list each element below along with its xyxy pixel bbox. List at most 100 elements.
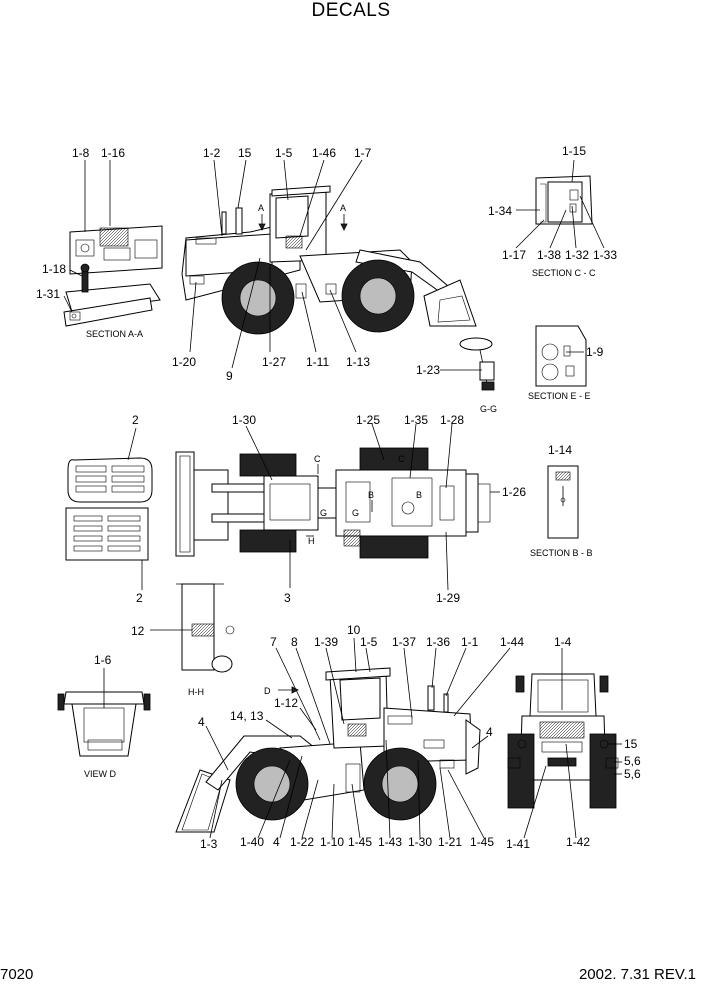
view-marker-c: C — [314, 454, 321, 464]
callout-label: 1-45 — [348, 835, 372, 849]
callout-label: 1-44 — [500, 635, 524, 649]
callout-label: 1-25 — [356, 413, 380, 427]
callout-label: 1-34 — [488, 204, 512, 218]
page-title: DECALS — [311, 0, 391, 21]
section-h-h-label: H-H — [188, 687, 204, 697]
callout-labels: 1-8 1-16 1-18 1-31 1-2 15 1-5 1-46 1-7 1… — [36, 144, 641, 851]
callout-label: 7 — [270, 635, 277, 649]
callout-label: 1-12 — [274, 696, 298, 710]
section-b-b-drawing — [547, 465, 579, 539]
side-view-top-drawing — [181, 159, 477, 369]
callout-label: 1-23 — [416, 363, 440, 377]
callout-label: 1-36 — [426, 635, 450, 649]
callout-label: 1-7 — [354, 146, 372, 160]
section-names: SECTION A-A SECTION C - C SECTION E - E … — [84, 268, 596, 779]
section-g-g-label: G-G — [480, 404, 497, 414]
revision-date: 2002. 7.31 REV.1 — [578, 966, 696, 983]
callout-label: 1-5 — [275, 146, 293, 160]
view-marker-d: D — [264, 686, 271, 696]
view-marker-a: A — [340, 203, 346, 213]
callout-label: 1-35 — [404, 413, 428, 427]
callout-label: 1-29 — [436, 591, 460, 605]
callout-label: 1-9 — [586, 345, 604, 359]
view-marker-g: G — [320, 508, 327, 518]
callout-label: 1-43 — [378, 835, 402, 849]
decal-plate-rect — [65, 507, 149, 590]
callout-label: 1-5 — [360, 635, 378, 649]
view-d-label: VIEW D — [84, 769, 117, 779]
view-marker-b: B — [368, 490, 374, 500]
section-e-e-drawing — [535, 325, 587, 387]
callout-label: 3 — [284, 591, 291, 605]
callout-label: 1-22 — [290, 835, 314, 849]
callout-label: 1-21 — [438, 835, 462, 849]
callout-label: 1-30 — [408, 835, 432, 849]
page-number: 7020 — [0, 966, 34, 983]
callout-label: 1-33 — [593, 248, 617, 262]
callout-label: 1-42 — [566, 835, 590, 849]
callout-label: 1-1 — [461, 635, 479, 649]
view-marker-b: B — [416, 490, 422, 500]
callout-label: 1-26 — [502, 485, 526, 499]
section-c-c-drawing — [515, 159, 605, 249]
callout-label: 12 — [131, 624, 145, 638]
callout-label: 15 — [624, 737, 638, 751]
callout-label: 4 — [486, 725, 493, 739]
view-markers: A A C C B B G G H D — [258, 203, 422, 696]
view-marker-a: A — [258, 203, 264, 213]
callout-label: 4 — [198, 715, 205, 729]
callout-label: 5,6 — [624, 767, 641, 781]
callout-label: 1-18 — [42, 262, 66, 276]
callout-label: 4 — [273, 835, 280, 849]
callout-label: 1-16 — [101, 146, 125, 160]
side-view-bottom-drawing — [175, 637, 511, 839]
callout-label: 1-15 — [562, 144, 586, 158]
callout-label: 1-45 — [470, 835, 494, 849]
section-g-g-drawing — [440, 337, 495, 391]
callout-label: 1-27 — [262, 355, 286, 369]
callout-label: 1-17 — [502, 248, 526, 262]
callout-label: 1-11 — [306, 355, 329, 369]
callout-label: 8 — [291, 635, 298, 649]
callout-label: 1-6 — [94, 653, 112, 667]
view-marker-g: G — [352, 508, 359, 518]
callout-label: 1-10 — [320, 835, 344, 849]
callout-label: 1-38 — [537, 248, 561, 262]
rear-view-drawing — [507, 648, 622, 839]
callout-label: 1-30 — [232, 413, 256, 427]
plan-view-drawing — [175, 423, 500, 591]
callout-label: 1-4 — [554, 635, 572, 649]
callout-label: 1-20 — [172, 355, 196, 369]
view-marker-h: H — [308, 536, 315, 546]
callout-label: 1-40 — [240, 835, 264, 849]
callout-label: 1-39 — [314, 635, 338, 649]
callout-label: 1-8 — [72, 146, 90, 160]
callout-label: 1-13 — [346, 355, 370, 369]
section-b-b-label: SECTION B - B — [530, 548, 593, 558]
callout-label: 14, 13 — [230, 709, 264, 723]
callout-label: 5,6 — [624, 754, 641, 768]
callout-label: 1-41 — [506, 837, 530, 851]
callout-label: 2 — [136, 591, 143, 605]
callout-label: 1-37 — [392, 635, 416, 649]
callout-label: 1-3 — [200, 837, 218, 851]
view-marker-c: C — [398, 454, 405, 464]
section-e-e-label: SECTION E - E — [528, 391, 591, 401]
callout-label: 9 — [226, 369, 233, 383]
section-a-a-drawing — [63, 160, 163, 327]
decal-plate-oval — [67, 427, 153, 503]
callout-label: 1-28 — [440, 413, 464, 427]
view-d-drawing — [57, 668, 151, 757]
callout-label: 10 — [347, 623, 361, 637]
section-c-c-label: SECTION C - C — [532, 268, 596, 278]
callout-label: 1-14 — [548, 443, 572, 457]
callout-label: 1-46 — [312, 146, 336, 160]
callout-label: 1-2 — [203, 146, 221, 160]
callout-label: 2 — [132, 413, 139, 427]
section-h-h-drawing — [150, 583, 235, 673]
callout-label: 1-32 — [565, 248, 589, 262]
callout-label: 15 — [238, 146, 252, 160]
callout-label: 1-31 — [36, 287, 60, 301]
